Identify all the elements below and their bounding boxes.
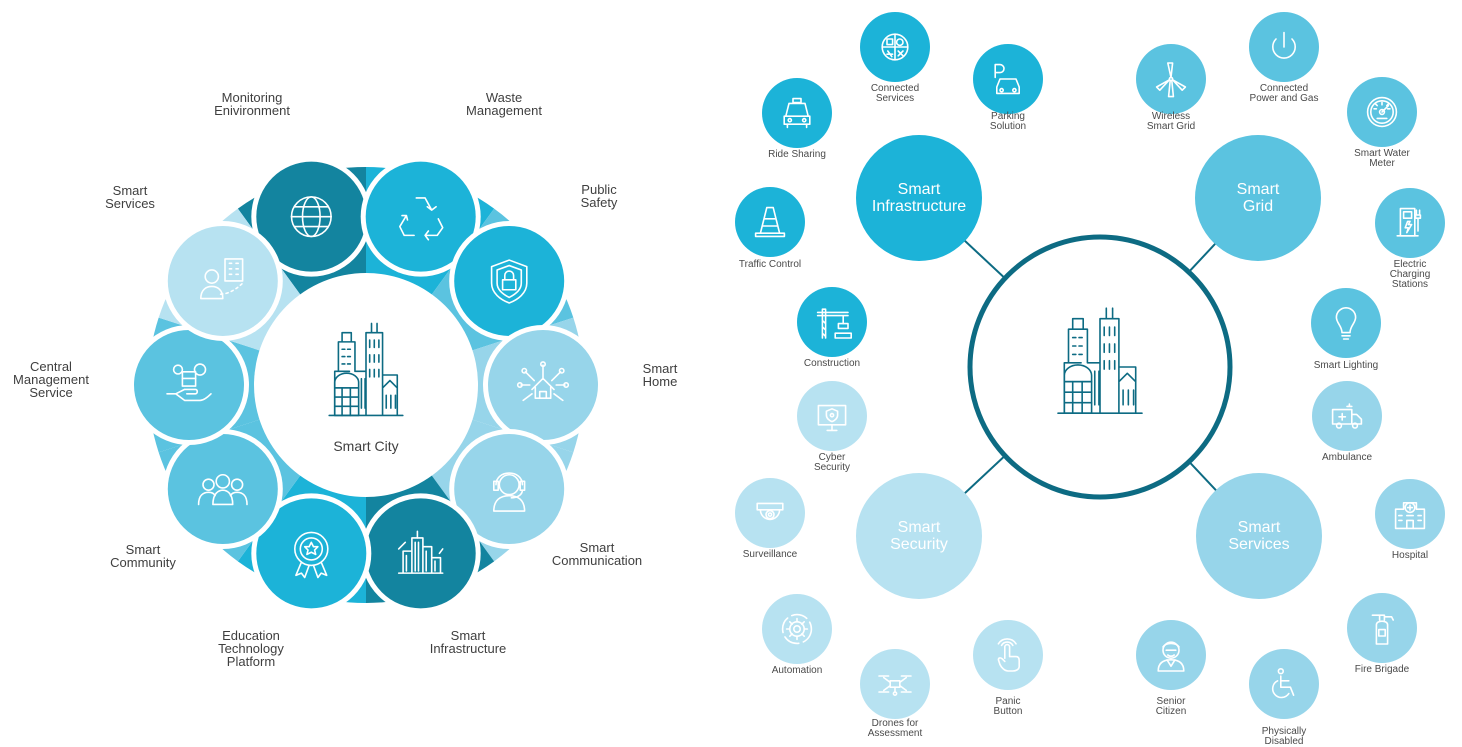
label-waste-management: Waste Management [466, 90, 542, 118]
label-monitoring-environment: Monitoring Enivironment [214, 90, 290, 118]
label-smart-infrastructure: Smart Infrastructure [429, 628, 507, 656]
sat-label-senior-citizen: Senior Citizen [1155, 696, 1187, 717]
hospital-icon [1394, 501, 1426, 530]
satellite-node [762, 594, 832, 664]
hub-circle [856, 135, 982, 261]
satellite-node [860, 649, 930, 719]
sat-label-automation: Automation [771, 665, 823, 676]
award-ribbon-icon [294, 531, 329, 579]
people-group-icon [197, 473, 248, 506]
sat-label-hospital: Hospital [1391, 550, 1429, 561]
smart-home-icon [516, 361, 570, 402]
hub-circle [1195, 135, 1321, 261]
fire-extinguisher-icon [1371, 614, 1395, 645]
hub-circle [1196, 473, 1322, 599]
shield-lock-icon [490, 259, 528, 304]
left-item-node [449, 220, 570, 341]
sat-label-traffic-control: Traffic Control [738, 259, 802, 270]
sat-label-ambulance: Ambulance [1321, 452, 1373, 463]
headset-icon [492, 472, 526, 512]
label-smart-community: Smart Community [110, 542, 176, 570]
sat-label-surveillance: Surveillance [742, 549, 798, 560]
city-skyline-icon [1057, 307, 1143, 414]
left-item-node [162, 429, 283, 550]
taxi-icon [783, 97, 811, 129]
senior-person-icon [1157, 641, 1185, 672]
sat-label-wireless-smart-grid: Wireless Smart Grid [1146, 111, 1196, 132]
hub-label-smart-services: Smart Services [1228, 519, 1290, 553]
hub-label-smart-infrastructure: Smart Infrastructure [871, 181, 967, 215]
label-education-technology-platform: Education Technology Platform [218, 628, 284, 669]
left-item-node [360, 156, 481, 277]
left-center-label: Smart City [333, 438, 399, 454]
drone-icon [878, 675, 912, 697]
hub-label-smart-grid: Smart Grid [1236, 181, 1280, 215]
left-item-node [360, 493, 481, 614]
gauge-icon [1366, 96, 1398, 128]
hub-circle [856, 473, 982, 599]
ev-charger-icon [1396, 207, 1422, 237]
sat-label-cyber-security: Cyber Security [813, 452, 851, 473]
satellite-node [973, 620, 1043, 690]
label-smart-services: Smart Services [105, 183, 155, 211]
city-skyline-icon [328, 322, 404, 417]
sat-label-electric-charging: Electric Charging Stations [1389, 259, 1431, 290]
city-buildings-icon [397, 530, 444, 574]
gear-cycle-icon [781, 613, 813, 645]
parking-car-icon [994, 63, 1021, 95]
satellite-node [1311, 288, 1381, 358]
satellite-node [735, 187, 805, 257]
sat-label-physically-disabled: Physically Disabled [1261, 726, 1307, 747]
satellite-node [1249, 649, 1319, 719]
recycle-icon [398, 197, 444, 241]
lightbulb-icon [1335, 307, 1357, 340]
wind-turbine-icon [1155, 62, 1187, 98]
hand-gears-icon [166, 363, 212, 402]
sat-label-parking-solution: Parking Solution [989, 111, 1027, 132]
label-smart-home: Smart Home [642, 361, 678, 389]
traffic-cone-icon [754, 206, 786, 238]
left-item-node [129, 325, 249, 445]
satellite-node [797, 287, 867, 357]
sat-label-construction: Construction [803, 358, 861, 369]
touch-hand-icon [997, 638, 1021, 672]
sat-label-panic-button: Panic Button [993, 696, 1023, 717]
crane-icon [816, 308, 853, 339]
sat-label-ride-sharing: Ride Sharing [768, 149, 826, 160]
left-item-node [251, 493, 372, 614]
satellite-node [1312, 381, 1382, 451]
label-central-management-service: Central Management Service [13, 359, 89, 400]
satellite-node [1136, 44, 1206, 114]
left-item-node [483, 325, 603, 445]
services-grid-icon [881, 33, 909, 61]
hub-label-smart-security: Smart Security [890, 519, 948, 553]
satellite-node [1347, 593, 1417, 663]
sat-label-drones: Drones for Assessment [867, 718, 923, 739]
sat-label-smart-lighting: Smart Lighting [1313, 360, 1379, 371]
ambulance-icon [1331, 403, 1363, 429]
left-item-node [162, 220, 283, 341]
sat-label-connected-services: Connected Services [870, 83, 920, 104]
wheelchair-icon [1271, 667, 1295, 699]
left-item-node [449, 429, 570, 550]
sat-label-connected-power-gas: Connected Power and Gas [1249, 83, 1319, 104]
satellite-node [1375, 479, 1445, 549]
globe-icon [290, 196, 332, 238]
label-public-safety: Public Safety [580, 182, 618, 210]
sat-label-smart-water-meter: Smart Water Meter [1354, 148, 1410, 169]
label-smart-communication: Smart Communication [551, 540, 643, 568]
camera-dome-icon [756, 502, 784, 521]
satellite-node [1136, 620, 1206, 690]
sat-label-fire-brigade: Fire Brigade [1354, 664, 1410, 675]
satellite-node [762, 78, 832, 148]
monitor-shield-icon [817, 404, 847, 432]
user-building-icon [200, 258, 244, 300]
power-icon [1272, 31, 1296, 59]
